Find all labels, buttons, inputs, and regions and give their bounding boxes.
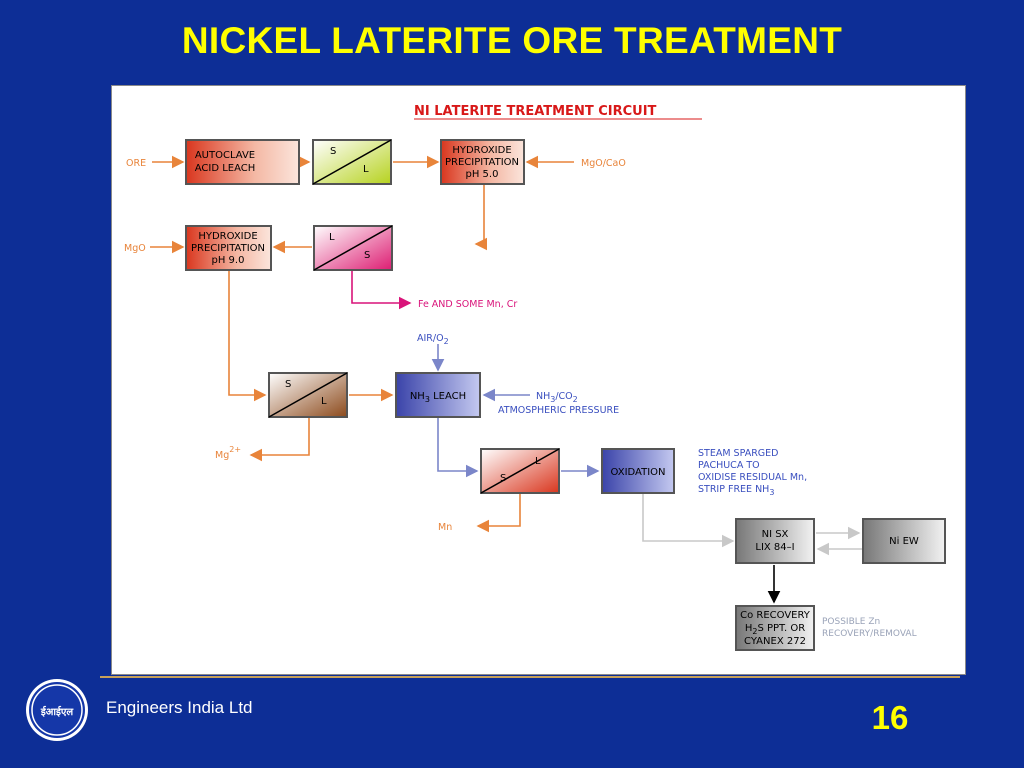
co-recovery-line1: Co RECOVERY — [740, 610, 811, 621]
steam-line2: PACHUCA TO — [698, 460, 760, 471]
logo-text: ईआईएल — [40, 705, 75, 718]
co-recovery-line2: H2S PPT. OR — [745, 623, 805, 636]
sep1-solid: S — [330, 146, 336, 157]
label-fe-mn-cr: Fe AND SOME Mn, Cr — [418, 299, 517, 310]
steam-line4: STRIP FREE NH3 — [698, 484, 774, 497]
hp2-line2: PRECIPITATION — [191, 243, 265, 254]
flow-diagram: NI LATERITE TREATMENT CIRCUIT AUTOCLAVE … — [124, 104, 946, 651]
hp2-line1: HYDROXIDE — [198, 231, 257, 242]
autoclave-line2: ACID LEACH — [195, 163, 256, 174]
sep3-liquid: L — [321, 396, 327, 407]
orange-connectors — [150, 155, 574, 533]
oxidation-label: OXIDATION — [610, 467, 665, 478]
separator-2: L S — [313, 225, 393, 271]
hp2-line3: pH 9.0 — [212, 255, 245, 266]
co-recovery-line3: CYANEX 272 — [744, 636, 806, 647]
hp1-line3: pH 5.0 — [466, 169, 499, 180]
separator-1: S L — [312, 139, 392, 185]
hydroxide-precipitation-ph5-box: HYDROXIDE PRECIPITATION pH 5.0 — [440, 139, 525, 185]
separator-4: L S — [480, 448, 560, 494]
steam-line3: OXIDISE RESIDUAL Mn, — [698, 472, 807, 483]
label-mn: Mn — [438, 522, 452, 533]
possible-zn-note: POSSIBLE Zn RECOVERY/REMOVAL — [822, 617, 917, 639]
sep1-liquid: L — [363, 164, 369, 175]
ni-ew-label: Ni EW — [889, 536, 919, 547]
sep2-liquid: L — [329, 232, 335, 243]
slide-title: NICKEL LATERITE ORE TREATMENT — [181, 20, 843, 61]
label-ore: ORE — [126, 158, 146, 169]
oxidation-box: OXIDATION — [601, 448, 675, 494]
ni-sx-box: NI SX LIX 84–I — [735, 518, 815, 564]
diagram-heading: NI LATERITE TREATMENT CIRCUIT — [414, 104, 657, 119]
hp1-line2: PRECIPITATION — [445, 157, 519, 168]
label-air-o2: AIR/O2 — [417, 333, 449, 346]
label-nh3-co2: NH3/CO2 — [536, 391, 578, 404]
footer-company: Engineers India Ltd — [106, 698, 253, 717]
label-mg2: Mg2+ — [215, 445, 241, 461]
steam-note: STEAM SPARGED PACHUCA TO OXIDISE RESIDUA… — [698, 448, 807, 497]
grey-connectors — [642, 493, 862, 556]
diagram-panel: NI LATERITE TREATMENT CIRCUIT AUTOCLAVE … — [111, 85, 966, 675]
ni-sx-line1: NI SX — [762, 529, 789, 540]
label-mgo: MgO — [124, 243, 146, 254]
ni-sx-line2: LIX 84–I — [755, 542, 794, 553]
possible-zn-line1: POSSIBLE Zn — [822, 617, 880, 627]
co-recovery-box: Co RECOVERY H2S PPT. OR CYANEX 272 — [735, 605, 815, 651]
possible-zn-line2: RECOVERY/REMOVAL — [822, 629, 917, 639]
autoclave-line1: AUTOCLAVE — [195, 150, 255, 161]
sep4-liquid: L — [535, 456, 541, 467]
hp1-line1: HYDROXIDE — [452, 145, 511, 156]
sep2-solid: S — [364, 250, 370, 261]
eil-logo: ईआईएल — [26, 679, 88, 741]
hydroxide-precipitation-ph9-box: HYDROXIDE PRECIPITATION pH 9.0 — [185, 225, 272, 271]
autoclave-acid-leach-box: AUTOCLAVE ACID LEACH — [185, 139, 300, 185]
nh3-leach-box: NH3 LEACH — [395, 372, 481, 418]
sep4-solid: S — [500, 473, 506, 484]
separator-3: S L — [268, 372, 348, 418]
steam-line1: STEAM SPARGED — [698, 448, 778, 459]
nh3-leach-label: NH3 LEACH — [410, 391, 466, 404]
page-number: 16 — [871, 699, 909, 736]
label-mgo-cao: MgO/CaO — [581, 158, 626, 169]
ni-ew-box: Ni EW — [862, 518, 946, 564]
label-atmospheric-pressure: ATMOSPHERIC PRESSURE — [498, 405, 619, 416]
fe-mn-cr-arrow — [351, 270, 412, 310]
footer-divider — [100, 676, 960, 678]
sep3-solid: S — [285, 379, 291, 390]
blue-connectors — [431, 344, 600, 478]
